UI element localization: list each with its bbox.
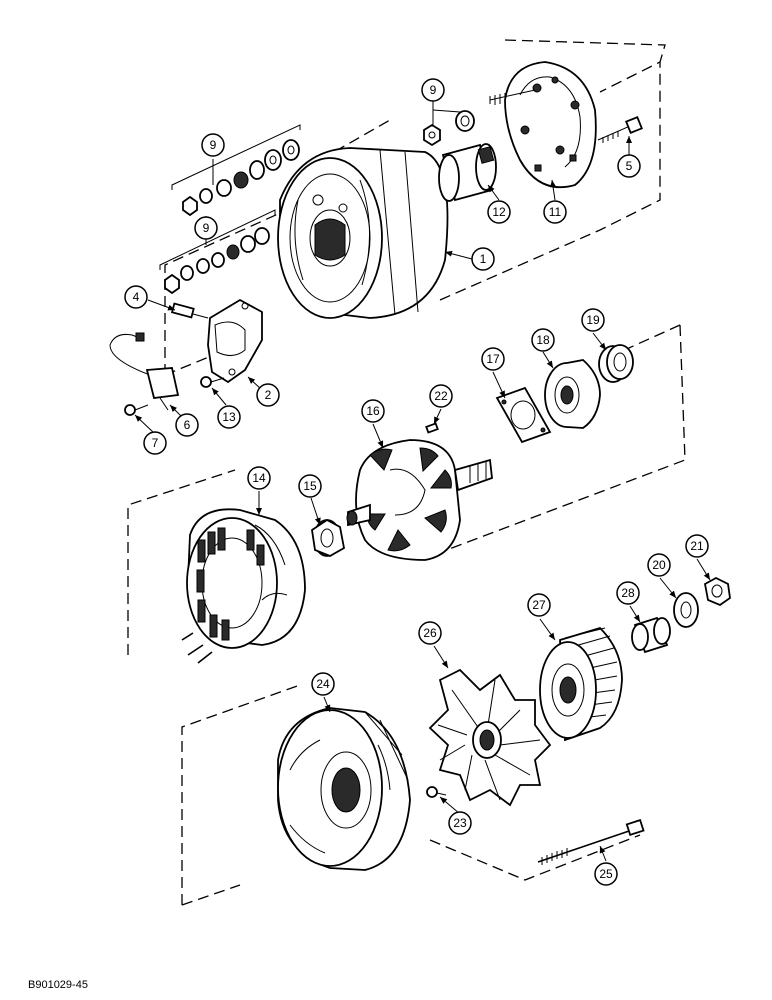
svg-text:5: 5 [626, 159, 633, 173]
callout-18: 18 [531, 328, 555, 352]
svg-text:1: 1 [480, 252, 487, 266]
svg-text:4: 4 [133, 290, 140, 304]
lock-washer-20 [673, 592, 699, 628]
callout-11: 11 [543, 200, 567, 224]
svg-text:21: 21 [690, 539, 704, 553]
spacer-28 [631, 616, 671, 654]
callout-22: 22 [429, 384, 453, 408]
callout-26: 26 [418, 621, 442, 645]
svg-text:19: 19 [586, 313, 600, 327]
rectifier-plate [489, 61, 597, 189]
svg-text:2: 2 [265, 388, 272, 402]
svg-text:15: 15 [303, 479, 317, 493]
svg-text:9: 9 [430, 83, 437, 97]
bracket-9-upper [171, 124, 301, 190]
stator [181, 508, 306, 664]
callout-14: 14 [247, 466, 271, 490]
rotor [346, 439, 493, 561]
woodruff-key-22 [425, 422, 439, 434]
washer-row-upper [182, 139, 300, 217]
bearing-18 [544, 359, 601, 429]
svg-text:9: 9 [203, 221, 210, 235]
pulley-nut-21 [703, 576, 731, 607]
brush-4 [170, 302, 209, 319]
svg-text:26: 26 [423, 626, 437, 640]
svg-text:20: 20 [652, 558, 666, 572]
callout-25: 25 [594, 862, 618, 886]
callout-15: 15 [298, 474, 322, 498]
svg-text:27: 27 [532, 598, 546, 612]
svg-text:11: 11 [549, 205, 562, 219]
figure-reference-code: B901029-45 [28, 979, 88, 991]
washer-row-lower [164, 227, 270, 295]
svg-text:23: 23 [453, 816, 467, 830]
svg-text:9: 9 [210, 138, 217, 152]
callout-20: 20 [647, 553, 671, 577]
callout-13: 13 [217, 405, 241, 429]
through-bolt-25 [537, 818, 645, 865]
callout-5: 5 [617, 154, 641, 178]
callout-9-lower: 9 [194, 216, 218, 240]
callout-17: 17 [481, 347, 505, 371]
capacitor-6 [109, 332, 180, 411]
svg-text:18: 18 [536, 333, 550, 347]
group-outline-lower [181, 684, 641, 906]
svg-text:22: 22 [434, 389, 448, 403]
voltage-regulator [207, 298, 263, 384]
front-housing [277, 147, 449, 319]
bearing-retainer-17 [495, 386, 552, 444]
callout-6: 6 [175, 413, 199, 437]
rear-housing [277, 707, 411, 871]
callout-28: 28 [616, 581, 640, 605]
screw-13 [200, 376, 225, 388]
fan-26 [428, 668, 552, 807]
callout-12: 12 [487, 200, 511, 224]
callout-19: 19 [581, 308, 605, 332]
pulley-27 [539, 626, 623, 742]
nut-9-pair [423, 110, 475, 147]
svg-text:24: 24 [316, 677, 330, 691]
screw-5 [597, 116, 643, 143]
callout-21: 21 [685, 534, 709, 558]
callout-7: 7 [143, 431, 167, 455]
svg-text:17: 17 [486, 352, 500, 366]
callout-4: 4 [124, 285, 148, 309]
screw-23 [426, 786, 447, 798]
svg-text:13: 13 [222, 410, 236, 424]
svg-text:12: 12 [492, 205, 506, 219]
svg-text:14: 14 [252, 471, 266, 485]
screw-7 [124, 404, 149, 416]
callout-9-nuts: 9 [421, 78, 445, 102]
group-outline-middle [127, 324, 686, 655]
callout-9-upper: 9 [201, 133, 225, 157]
callout-23: 23 [448, 811, 472, 835]
svg-text:7: 7 [152, 436, 159, 450]
svg-text:28: 28 [621, 586, 635, 600]
callout-16: 16 [361, 399, 385, 423]
svg-text:25: 25 [599, 867, 613, 881]
svg-text:6: 6 [184, 418, 191, 432]
callout-1: 1 [471, 247, 495, 271]
callout-27: 27 [527, 593, 551, 617]
bracket-9-lower [159, 209, 276, 270]
callout-2: 2 [256, 383, 280, 407]
bushing-12 [438, 143, 497, 202]
svg-text:16: 16 [366, 404, 380, 418]
spacer-19 [598, 344, 634, 383]
bearing-15 [311, 518, 346, 557]
callout-24: 24 [311, 672, 335, 696]
